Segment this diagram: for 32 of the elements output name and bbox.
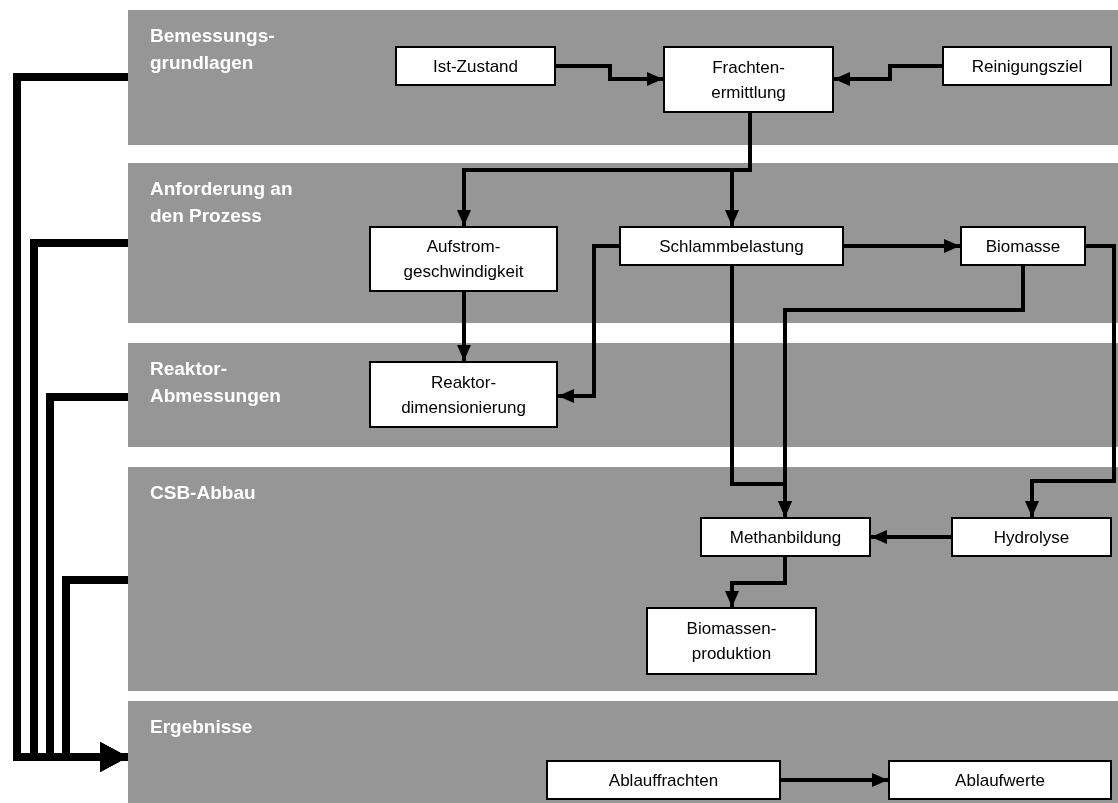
arrow — [871, 530, 951, 544]
arrow — [1025, 244, 1116, 517]
process-box: Reinigungsziel — [942, 46, 1112, 86]
process-box: Reaktor- dimensionierung — [369, 361, 558, 428]
process-box: Ablaufwerte — [888, 760, 1112, 800]
process-box: Schlammbelastung — [619, 226, 844, 266]
stage-band — [128, 10, 1118, 145]
arrow — [834, 64, 942, 86]
stage-band — [128, 701, 1118, 803]
arrow — [844, 239, 960, 253]
stage-heading: Ergebnisse — [150, 715, 254, 739]
stage-heading: Reaktor- Abmessungen — [150, 357, 282, 408]
stage-heading: Bemessungs- grundlagen — [150, 24, 276, 75]
process-box: Frachten- ermittlung — [663, 46, 834, 113]
stage-heading: Anforderung an den Prozess — [150, 177, 294, 228]
process-box: Ist-Zustand — [395, 46, 556, 86]
arrow — [781, 773, 888, 787]
arrow — [725, 557, 787, 607]
arrow — [457, 292, 471, 361]
process-box: Aufstrom- geschwindigkeit — [369, 226, 558, 292]
process-box: Biomasse — [960, 226, 1086, 266]
process-box: Hydrolyse — [951, 517, 1112, 557]
stage-band — [128, 163, 1118, 323]
arrow — [556, 64, 663, 86]
arrow — [558, 244, 619, 403]
stage-band — [128, 467, 1118, 691]
process-box: Biomassen- produktion — [646, 607, 817, 675]
stage-band — [128, 343, 1118, 447]
stage-heading: CSB-Abbau — [150, 481, 257, 505]
process-box: Methanbildung — [700, 517, 871, 557]
feedback-arrow — [62, 576, 128, 772]
process-box: Ablauffrachten — [546, 760, 781, 800]
